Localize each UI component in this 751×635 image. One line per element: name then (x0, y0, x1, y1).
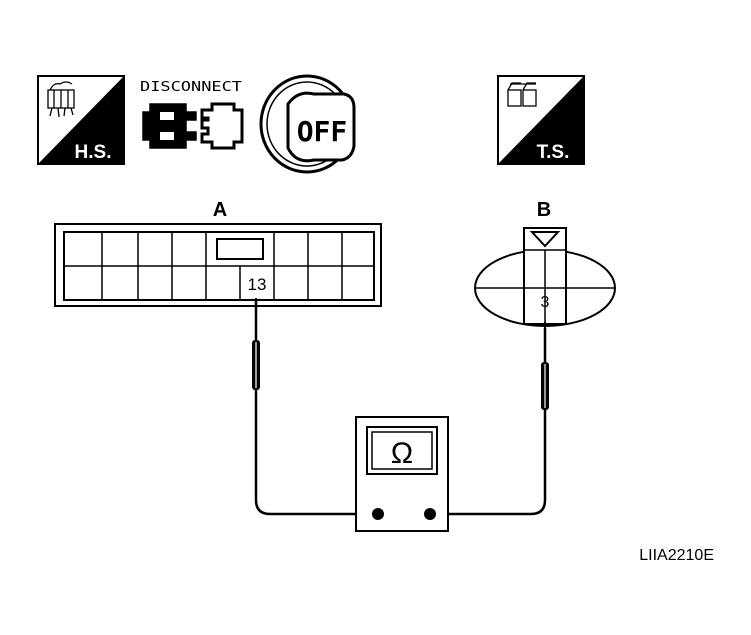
ohmmeter (355, 416, 449, 532)
figure-code: LIIA2210E (639, 547, 714, 564)
terminal-side-label: T.S. (537, 142, 570, 163)
test-lead-wires (254, 300, 547, 516)
harness-side-label: H.S. (75, 142, 112, 163)
connector-b-label: B (537, 199, 551, 221)
disconnect-icon: DISCONNECT (140, 80, 244, 150)
connector-a-terminal: 13 (248, 275, 267, 294)
probe-a (252, 298, 260, 390)
meter-terminal-left (372, 508, 384, 520)
meter-terminal-right (424, 508, 436, 520)
ignition-label: OFF (297, 115, 348, 148)
ohm-symbol: Ω (391, 437, 413, 470)
harness-side-icon: H.S. (37, 75, 125, 165)
probe-b (541, 322, 549, 410)
terminal-side-icon: T.S. (497, 75, 585, 165)
ignition-off-icon: OFF (259, 74, 356, 174)
disconnect-label: DISCONNECT (140, 80, 242, 95)
connector-b-terminal: 3 (541, 294, 550, 311)
connector-a-label: A (213, 199, 227, 221)
connector-a (54, 223, 382, 307)
connector-b (474, 227, 616, 327)
